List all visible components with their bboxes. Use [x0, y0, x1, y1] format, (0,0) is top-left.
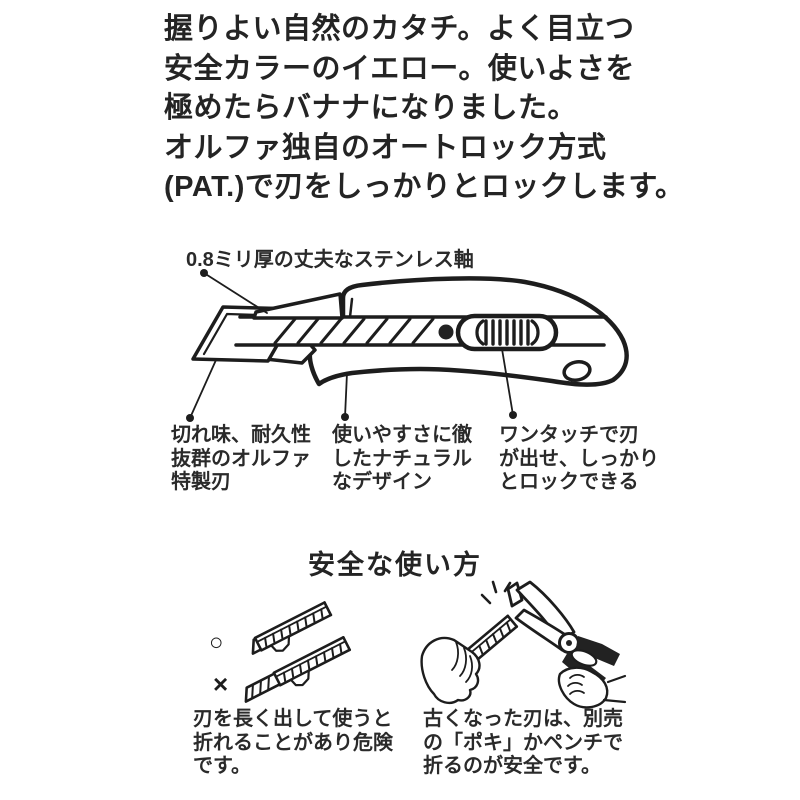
slider-right-cap	[530, 319, 540, 346]
blade-length-illustration	[244, 601, 352, 703]
note-long-blade: 刃を長く出して使うと 折れることがあり危険 です。	[193, 708, 393, 779]
intro-line: 極めたらバナナになりました。	[164, 92, 578, 124]
callout-line: したナチュラル	[332, 447, 472, 470]
front-collar	[252, 292, 344, 320]
intro-line: 握りよい自然のカタチ。よく目立つ	[164, 13, 635, 45]
callout-line: ワンタッチで刃	[499, 424, 639, 446]
safety-heading: 安全な使い方	[308, 550, 482, 580]
slider-left-cap	[475, 319, 485, 346]
leader-lines	[186, 269, 517, 422]
stainless-shaft-label: 0.8ミリ厚の丈夫なステンレス軸	[186, 249, 474, 271]
note-line: です。	[193, 755, 251, 778]
blade-segment-lines	[273, 317, 435, 345]
callout-design: 使いやすさに徹 したナチュラル なデザイン	[332, 424, 472, 495]
lock-pin-dot	[438, 324, 454, 340]
note-old-blade: 古くなった刃は、別売 の「ポキ」かペンチで 折るのが安全です。	[423, 708, 623, 779]
right-hand	[557, 649, 627, 709]
intro-line: (PAT.)で刃をしっかりとロックします。	[164, 171, 685, 203]
note-line: 折るのが安全です。	[423, 755, 601, 778]
body-front-inner-line	[348, 297, 354, 319]
snap-marks	[480, 580, 512, 605]
intro-line: 安全カラーのイエロー。使いよさを	[164, 52, 635, 85]
slider-ribs	[484, 319, 530, 346]
blade-snapping-illustration	[420, 580, 627, 709]
bad-example-knife	[244, 636, 352, 703]
knife-diagram	[186, 269, 629, 422]
note-line: の「ポキ」かペンチで	[423, 731, 623, 754]
callout-line: が出せ、しっかり	[499, 447, 659, 470]
callout-line: なデザイン	[332, 471, 432, 494]
bad-mark: ×	[213, 669, 229, 699]
note-line: 古くなった刃は、別売	[423, 708, 623, 730]
note-line: 折れることがあり危険	[193, 731, 393, 754]
callout-lock: ワンタッチで刃 が出せ、しっかり とロックできる	[499, 424, 659, 495]
good-example-knife	[251, 601, 333, 655]
callout-line: 抜群のオルファ	[171, 447, 311, 470]
good-mark: ○	[209, 629, 224, 656]
callout-line: とロックできる	[499, 471, 639, 494]
callout-blade: 切れ味、耐久性 抜群のオルファ 特製刃	[171, 424, 311, 495]
note-line: 刃を長く出して使うと	[193, 708, 393, 730]
left-hand	[420, 636, 481, 705]
intro-paragraph: 握りよい自然のカタチ。よく目立つ 安全カラーのイエロー。使いよさを 極めたらバナ…	[164, 10, 684, 208]
intro-line: オルファ独自のオートロック方式	[164, 131, 607, 164]
hanging-hole	[562, 360, 592, 382]
pliers-handle-upper	[576, 636, 620, 666]
callout-line: 特製刃	[171, 471, 231, 494]
callout-line: 使いやすさに徹	[332, 424, 472, 446]
callout-line: 切れ味、耐久性	[171, 424, 311, 446]
